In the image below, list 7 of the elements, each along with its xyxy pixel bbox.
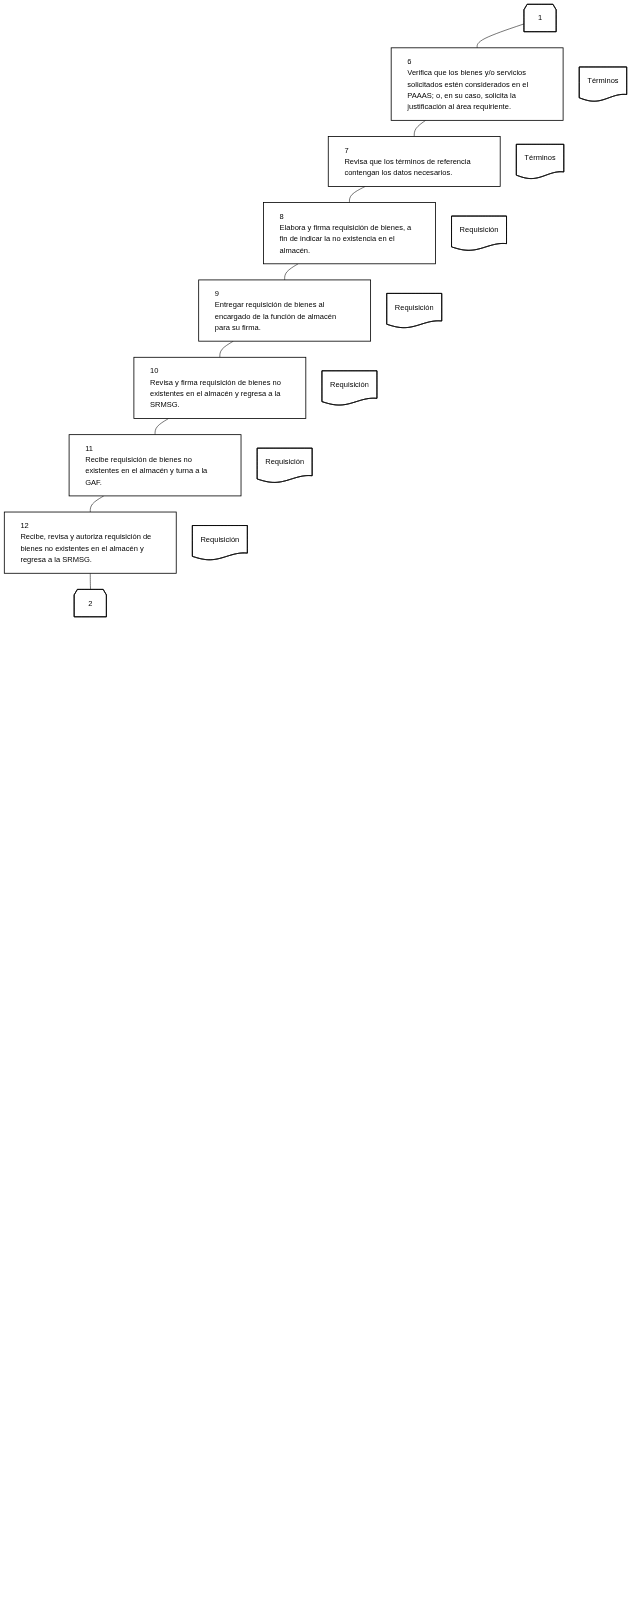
connector [349,186,366,203]
connector [284,263,299,281]
connector [90,573,91,590]
connector [476,23,525,49]
connector [154,418,169,435]
connector [413,120,426,137]
connector [219,340,234,358]
